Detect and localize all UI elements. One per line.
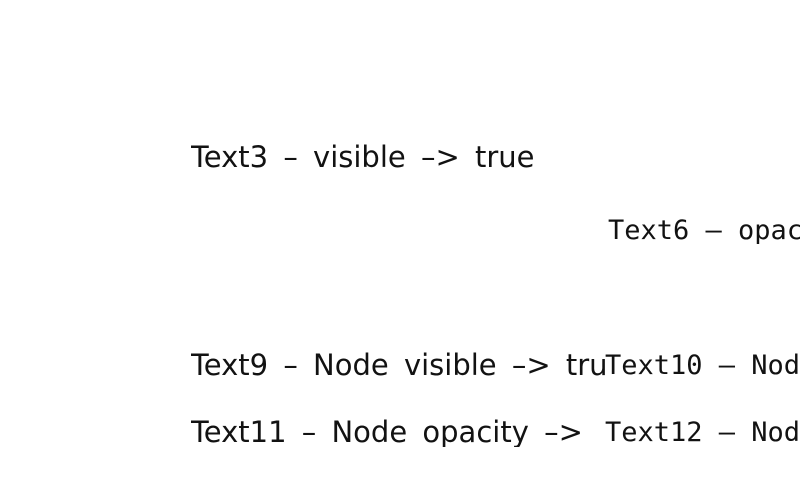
text-run-text12: Text12 – Node: [605, 419, 800, 446]
text-run-text6: Text6 – opacity: [608, 217, 800, 244]
text-run-text3: Text3 – visible –> true: [191, 143, 535, 172]
text-run-text11: Text11 – Node opacity –> 0: [191, 418, 598, 447]
text-run-text9: Text9 – Node visible –> true: [191, 351, 605, 380]
text-run-text10: Text10 – Node: [605, 352, 800, 379]
